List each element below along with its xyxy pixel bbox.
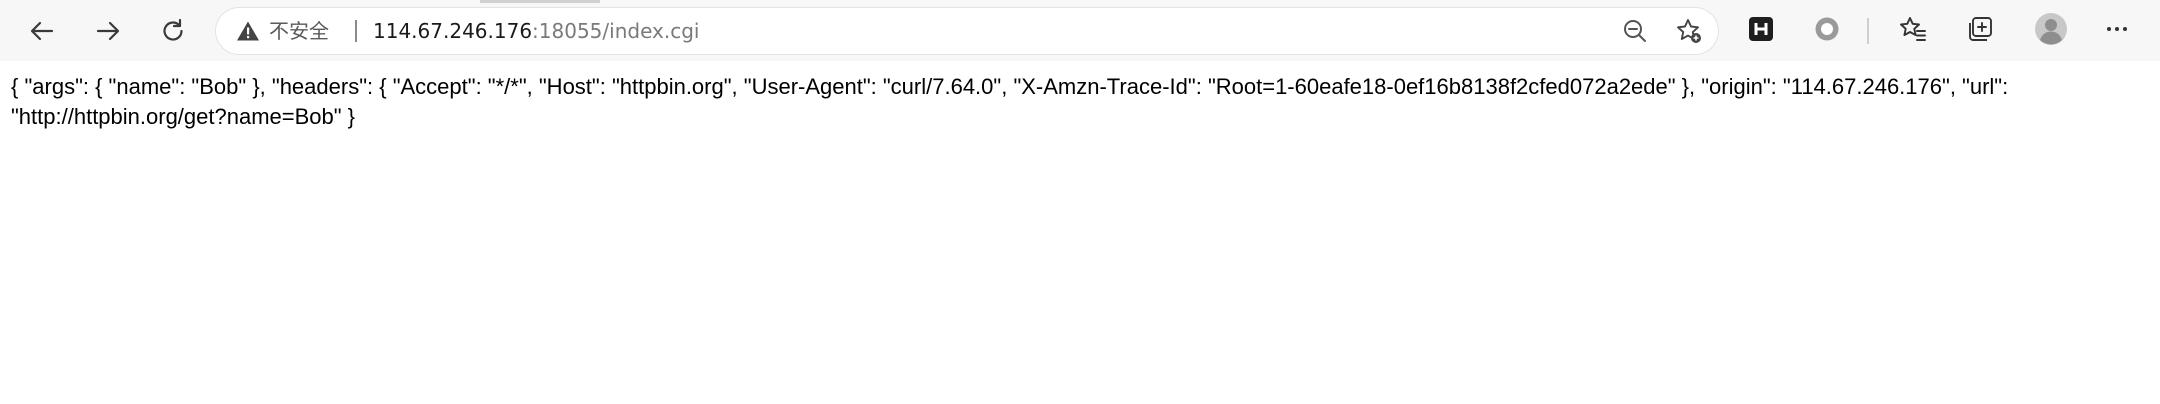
- toolbar-divider: [1867, 18, 1869, 44]
- reload-button[interactable]: [153, 11, 193, 51]
- extension-circle-button[interactable]: [1811, 15, 1843, 47]
- warning-triangle-icon[interactable]: [236, 20, 260, 42]
- collections-button[interactable]: [1964, 15, 1996, 47]
- url-path: :18055/index.cgi: [532, 19, 700, 43]
- collections-icon: [1966, 15, 1994, 47]
- url-text[interactable]: 114.67.246.176:18055/index.cgi: [373, 18, 699, 44]
- page-content: { "args": { "name": "Bob" }, "headers": …: [0, 61, 2160, 404]
- reload-icon: [159, 17, 187, 45]
- profile-avatar-icon: [2034, 12, 2068, 50]
- zoom-out-icon[interactable]: [1621, 17, 1649, 45]
- forward-arrow-icon: [94, 17, 122, 45]
- security-status-label[interactable]: 不安全: [269, 19, 329, 43]
- back-arrow-icon: [28, 17, 56, 45]
- back-button[interactable]: [22, 11, 62, 51]
- json-response-text: { "args": { "name": "Bob" }, "headers": …: [11, 74, 2015, 129]
- address-bar[interactable]: 不安全 114.67.246.176:18055/index.cgi: [216, 8, 1718, 54]
- extension-h-button[interactable]: [1745, 15, 1777, 47]
- tab-strip-indicator: [480, 0, 600, 3]
- add-favorite-icon[interactable]: [1675, 17, 1703, 45]
- forward-button[interactable]: [88, 11, 128, 51]
- more-menu-icon: [2104, 16, 2130, 46]
- browser-toolbar: 不安全 114.67.246.176:18055/index.cgi: [0, 0, 2160, 62]
- extension-circle-icon: [1814, 16, 1840, 46]
- favorites-icon: [1899, 15, 1927, 47]
- favorites-button[interactable]: [1897, 15, 1929, 47]
- url-host: 114.67.246.176: [373, 19, 533, 43]
- more-menu-button[interactable]: [2101, 15, 2133, 47]
- address-separator: [355, 20, 357, 42]
- extension-h-icon: [1748, 16, 1774, 46]
- profile-button[interactable]: [2033, 13, 2069, 49]
